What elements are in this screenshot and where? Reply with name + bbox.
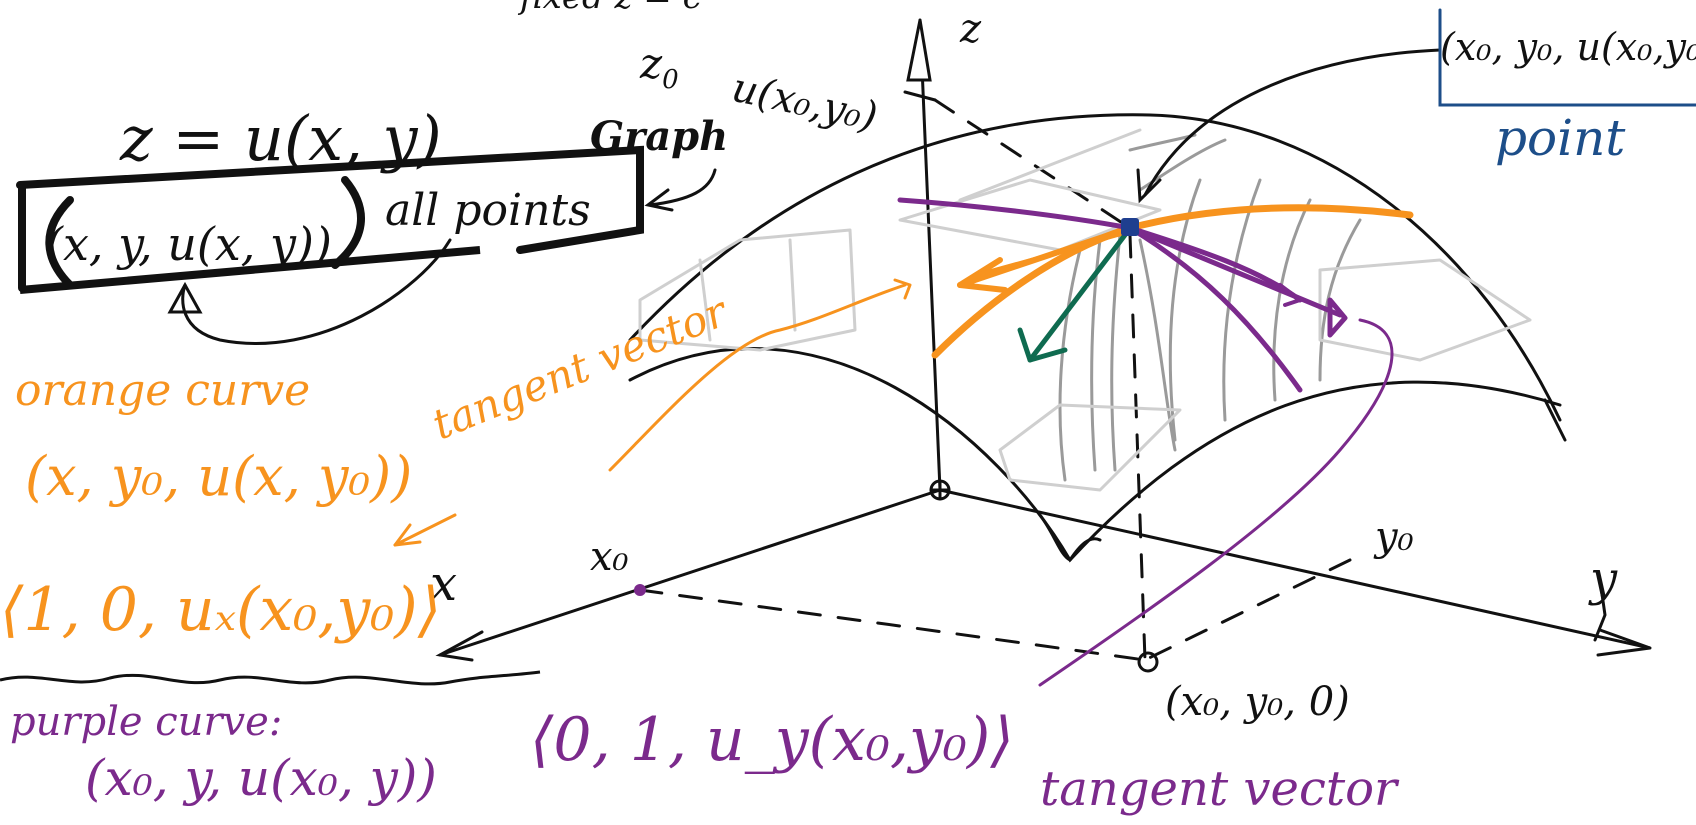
y-axis-label: y [1588, 551, 1618, 607]
purple-vector-components: ⟨0, 1, u_y(x₀,y₀)⟩ [530, 705, 1014, 775]
z0-to-point-dash [933, 98, 1132, 230]
orange-curve [931, 204, 1414, 359]
purple-curve-param: (x₀, y, u(x₀, y)) [85, 749, 437, 807]
base-point-label: (x₀, y₀, 0) [1165, 679, 1350, 725]
z-axis-label: z [959, 6, 982, 52]
tangent-planes [638, 128, 1532, 492]
surface-point [1121, 218, 1139, 236]
orange-curve-title: orange curve [15, 365, 310, 416]
x0-label: x₀ [590, 534, 629, 580]
purple-curve-group [634, 197, 1394, 687]
box-bracket-right [331, 176, 365, 269]
all-points-text: all points [385, 185, 591, 236]
base-point-marker [1137, 651, 1159, 673]
surface-grid-lines [1058, 133, 1362, 482]
vertical-dash [1128, 233, 1147, 662]
box-point-set-text: (x, y, u(x, y)) [45, 217, 332, 271]
z-axis [918, 18, 942, 492]
projection-lines [638, 98, 1352, 662]
y0-label: y₀ [1373, 514, 1414, 560]
purple-curve-title: purple curve: [10, 699, 282, 745]
graph-label: Graph [590, 113, 728, 160]
box-bracket-left [45, 196, 74, 289]
u-at-point-label: u(x₀,y₀) [728, 65, 881, 141]
surface-far-edge [628, 113, 1562, 422]
z0-label: z0 [639, 39, 679, 95]
x0-marker [634, 584, 646, 596]
green-vector [1017, 232, 1128, 363]
equation-graph: z = u(x, y) [119, 102, 442, 175]
x-axis-label: x [430, 556, 457, 612]
point-set-box [16, 145, 717, 345]
x0-to-base-dash [638, 588, 1147, 662]
y-axis-arrowhead [1596, 628, 1651, 657]
wavy-separator [0, 670, 541, 686]
orange-label-pointer [608, 283, 907, 472]
orange-vector-components: ⟨1, 0, uₓ(x₀,y₀)⟩ [0, 575, 441, 645]
axes [435, 18, 1652, 662]
surface-outline [628, 113, 1567, 563]
purple-tangent-vector-label: tangent vector [1040, 761, 1400, 817]
top-partial-text: fixed z = c [517, 0, 702, 17]
y-axis [938, 488, 1652, 650]
point-label-arrow [1136, 48, 1442, 204]
purple-tangent-vector [1127, 225, 1343, 318]
z-axis-arrowhead [906, 19, 932, 82]
purple-label-pointer [1038, 318, 1394, 687]
point-coords-box [1438, 8, 1696, 107]
purple-curve-lower [1127, 225, 1303, 393]
x-axis [438, 488, 942, 657]
orange-vector-pointer [393, 513, 457, 547]
graph-arrow [648, 168, 717, 207]
point-coords-label: (x₀, y₀, u(x₀,y₀)) [1440, 25, 1696, 69]
orange-curve-param: (x, y₀, u(x, y₀)) [25, 445, 412, 508]
x-axis-arrowhead [435, 630, 484, 662]
orange-tangent-vector-label: tangent vector [425, 286, 736, 450]
all-points-loop-arrow [181, 238, 452, 345]
point-word: point [1495, 109, 1626, 167]
